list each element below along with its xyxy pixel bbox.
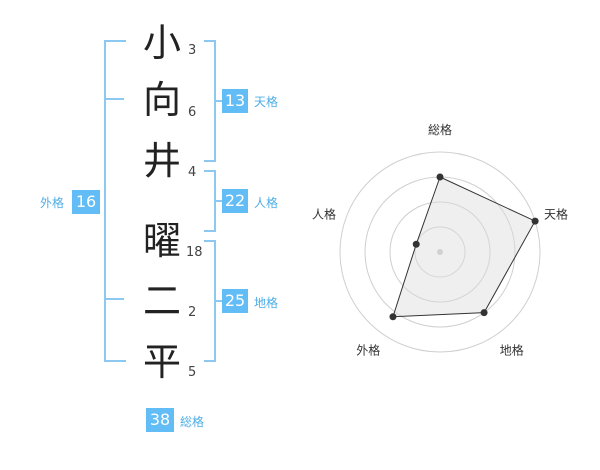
stroke-count-4: 18 bbox=[186, 245, 203, 260]
radar-center-dot bbox=[437, 249, 443, 255]
name-char-4: 曜 bbox=[142, 219, 181, 263]
jinkaku-value: 22 bbox=[222, 189, 248, 213]
radar-ring bbox=[414, 226, 466, 278]
radar-axis-label: 地格 bbox=[500, 343, 524, 358]
stroke-count-6: 5 bbox=[188, 365, 197, 380]
radar-ring bbox=[389, 201, 491, 303]
radar-data-point bbox=[412, 240, 420, 248]
jinkaku-label: 人格 bbox=[254, 196, 279, 210]
radar-ring bbox=[339, 151, 541, 353]
name-char-6: 平 bbox=[142, 340, 181, 384]
radar-data-point bbox=[389, 313, 397, 321]
gaikaku-bracket bbox=[104, 40, 126, 362]
gaikaku-label: 外格 bbox=[40, 196, 65, 210]
tenkaku-bracket-tick bbox=[214, 100, 222, 102]
gaikaku-value: 16 bbox=[72, 190, 100, 214]
tenkaku-value: 13 bbox=[222, 89, 248, 113]
radar-data-point bbox=[480, 309, 488, 317]
name-char-5: 二 bbox=[142, 279, 181, 323]
radar-data-point bbox=[531, 217, 539, 225]
gaikaku-bracket-mid bbox=[104, 98, 124, 100]
tenkaku-label: 天格 bbox=[254, 95, 279, 109]
gaikaku-bracket-mid2 bbox=[104, 298, 124, 300]
jinkaku-bracket-tick bbox=[214, 200, 222, 202]
stroke-count-2: 6 bbox=[188, 105, 197, 120]
chikaku-bracket-tick bbox=[214, 300, 222, 302]
radar-axis-label: 総格 bbox=[428, 122, 452, 137]
name-char-2: 向 bbox=[142, 78, 181, 122]
radar-axis-label: 人格 bbox=[312, 206, 336, 221]
radar-axis-label: 天格 bbox=[544, 206, 568, 221]
soukaku-value: 38 bbox=[146, 408, 174, 432]
name-char-3: 井 bbox=[142, 139, 181, 183]
stroke-count-5: 2 bbox=[188, 305, 197, 320]
radar-axis-label: 外格 bbox=[356, 343, 380, 358]
stroke-count-1: 3 bbox=[188, 43, 197, 58]
radar-data-area bbox=[392, 176, 536, 318]
radar-data-point bbox=[436, 173, 444, 181]
name-char-1: 小 bbox=[142, 21, 181, 65]
soukaku-label: 総格 bbox=[180, 415, 205, 429]
stroke-count-3: 4 bbox=[188, 165, 197, 180]
chikaku-label: 地格 bbox=[254, 296, 279, 310]
chikaku-value: 25 bbox=[222, 289, 248, 313]
